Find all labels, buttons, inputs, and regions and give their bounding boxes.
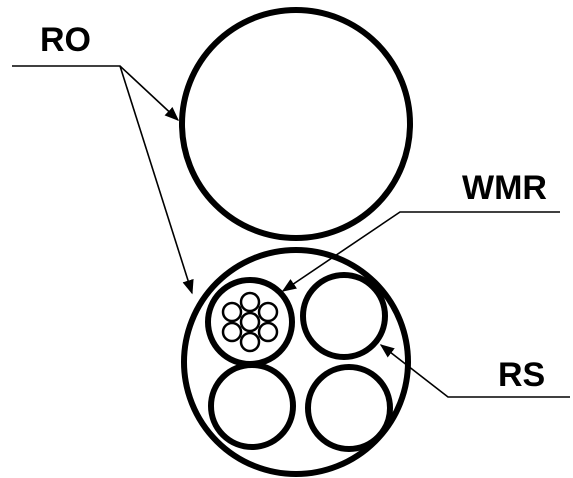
wmr-wire	[221, 321, 243, 343]
wmr-wire-group	[221, 291, 279, 353]
wmr-leader-line	[281, 211, 560, 292]
ro-leader-line-upper	[12, 65, 180, 121]
rs-leader-line	[379, 344, 570, 398]
wmr-wire	[239, 311, 261, 333]
wmr-wire	[239, 331, 261, 353]
wmr-wire	[221, 301, 243, 323]
upper-outer-circle	[179, 7, 413, 241]
lower-outer-circle	[181, 247, 411, 477]
ro-leader-line-lower	[119, 65, 194, 295]
label-wmr: WMR	[462, 169, 547, 207]
label-rs: RS	[498, 356, 545, 394]
inner-circle-bottom-left	[208, 362, 296, 450]
rs-circle-top-right	[300, 272, 388, 360]
wmr-wire	[257, 301, 279, 323]
inner-circle-bottom-right	[305, 364, 393, 452]
label-ro: RO	[40, 21, 91, 59]
wmr-wire	[257, 321, 279, 343]
ro-leader-lines	[12, 65, 194, 295]
wmr-wire	[239, 291, 261, 313]
